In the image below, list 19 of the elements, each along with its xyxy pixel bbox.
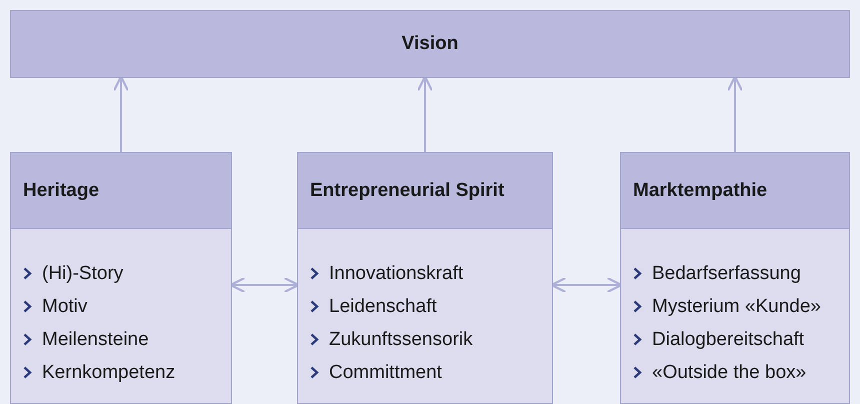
column-header: Entrepreneurial Spirit [298,153,552,229]
list-item: Dialogbereitschaft [652,328,804,350]
list-item: Zukunftssensorik [329,328,473,350]
column-box [10,152,232,404]
column-box [620,152,850,404]
column-header: Marktempathie [621,153,849,229]
list-item: Mysterium «Kunde» [652,296,821,318]
list-item: Bedarfserfassung [652,262,801,284]
list-item: Innovationskraft [329,262,464,284]
list-item: Kernkompetenz [42,362,176,384]
list-item: Meilensteine [42,328,149,350]
list-item: Motiv [42,296,88,318]
list-item: Leidenschaft [329,296,437,318]
column-header: Heritage [11,153,231,229]
list-item: (Hi)-Story [42,262,124,284]
column-box [297,152,553,404]
list-item: Committment [329,362,442,384]
vision-banner: Vision [10,10,850,78]
list-item: «Outside the box» [652,362,806,384]
